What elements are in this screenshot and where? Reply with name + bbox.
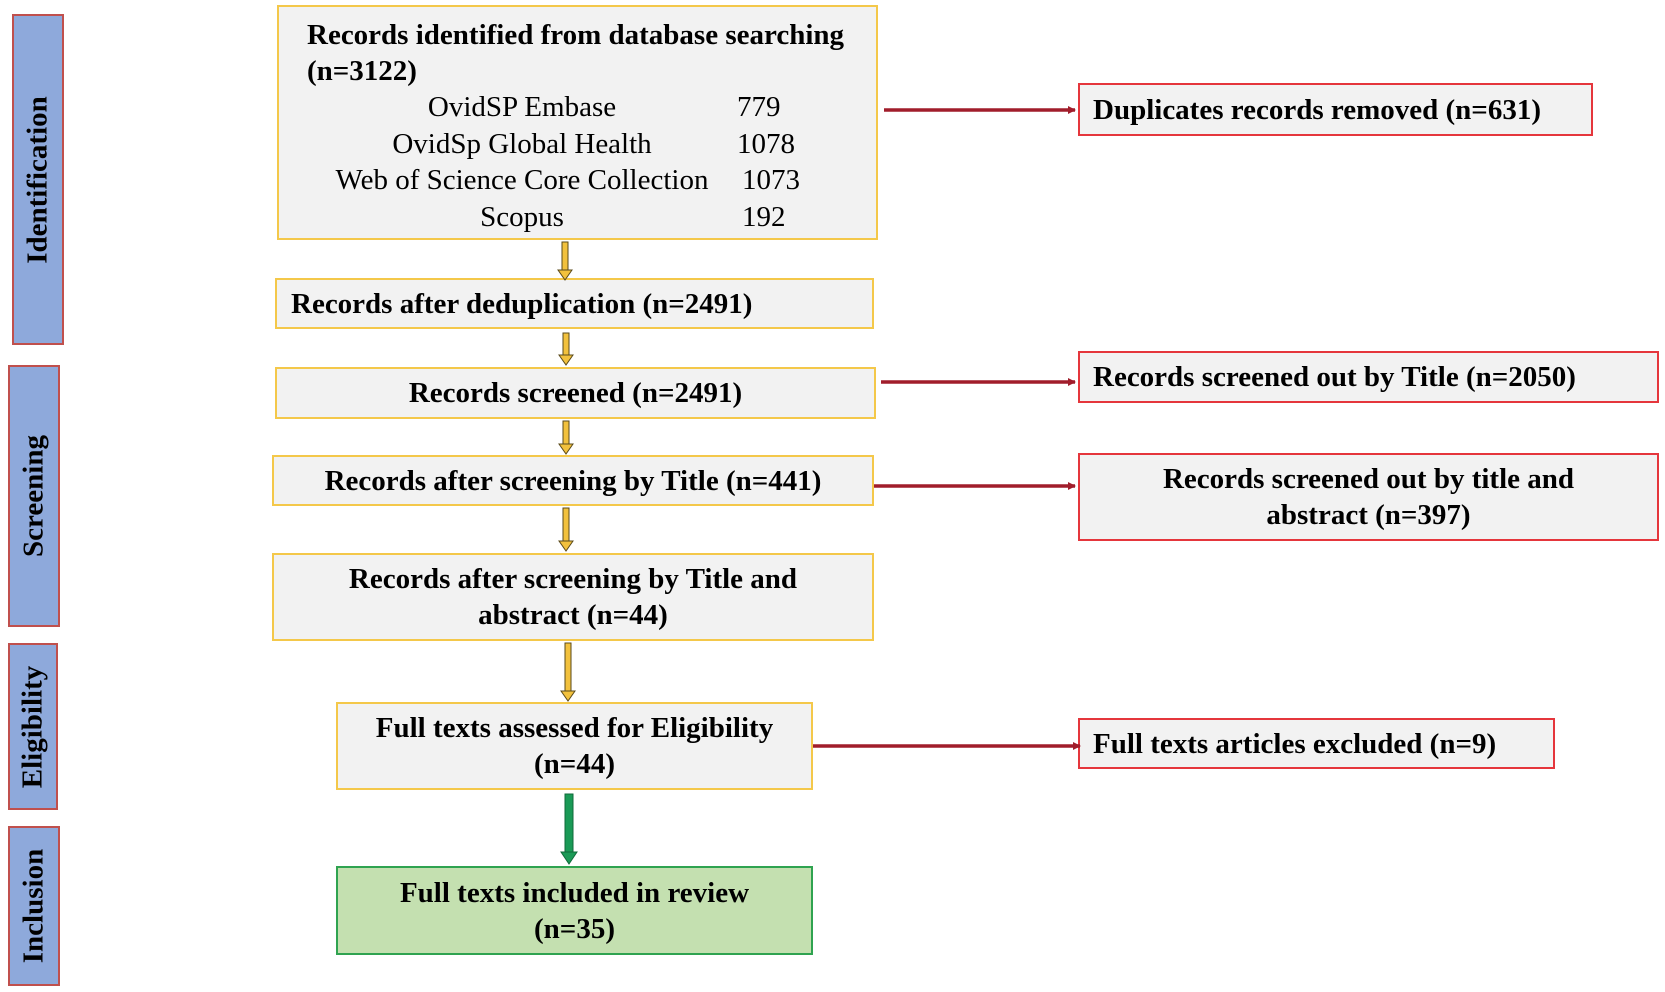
records-screened-box: Records screened (n=2491) — [275, 367, 876, 419]
down-arrow — [558, 420, 574, 455]
fulltexts-included-box: Full texts included in review (n=35) — [336, 866, 813, 955]
fulltexts-excluded-text: Full texts articles excluded (n=9) — [1093, 727, 1497, 760]
fulltexts-excluded-box: Full texts articles excluded (n=9) — [1078, 718, 1555, 769]
database-count: 192 — [742, 200, 786, 233]
screened-out-by-abstract-box: Records screened out by title and abstra… — [1078, 453, 1659, 541]
records-after-title-screening-text: Records after screening by Title (n=441) — [324, 464, 822, 497]
database-row: OvidSP Embase 779 — [307, 89, 781, 126]
included-arrow — [560, 793, 578, 865]
database-name: Web of Science Core Collection — [335, 164, 709, 196]
phase-inclusion: Inclusion — [8, 826, 60, 986]
down-arrow — [560, 642, 576, 702]
fulltexts-assessed-line2: (n=44) — [534, 748, 615, 780]
phase-identification: Identification — [12, 14, 64, 345]
database-count: 1073 — [742, 164, 800, 196]
fulltexts-assessed-line1: Full texts assessed for Eligibility — [375, 712, 774, 744]
fulltexts-included-line1: Full texts included in review — [399, 876, 750, 909]
records-after-abstract-screening-line1: Records after screening by Title and — [348, 563, 798, 595]
records-identified-title: Records identified from database searchi… — [307, 19, 845, 51]
records-after-abstract-screening-line2: abstract (n=44) — [478, 599, 668, 631]
screened-out-by-abstract-line1: Records screened out by title and — [1162, 463, 1575, 495]
database-count: 779 — [737, 91, 781, 123]
database-row: Scopus 192 — [307, 199, 786, 236]
database-name: Scopus — [480, 200, 564, 233]
fulltexts-included-line2: (n=35) — [534, 912, 615, 945]
down-arrow — [558, 507, 574, 552]
records-identified-box: Records identified from database searchi… — [277, 5, 878, 240]
screened-out-by-title-text: Records screened out by Title (n=2050) — [1093, 361, 1576, 393]
database-row: Web of Science Core Collection 1073 — [307, 162, 800, 199]
database-name: OvidSp Global Health — [392, 127, 652, 160]
records-after-abstract-screening-box: Records after screening by Title and abs… — [272, 553, 874, 641]
records-screened-text: Records screened (n=2491) — [408, 377, 743, 409]
duplicates-removed-text: Duplicates records removed (n=631) — [1093, 93, 1541, 126]
duplicates-removed-box: Duplicates records removed (n=631) — [1078, 83, 1593, 136]
down-arrow — [557, 241, 573, 281]
records-after-deduplication-text: Records after deduplication (n=2491) — [291, 287, 753, 320]
down-arrow — [558, 332, 574, 366]
phase-eligibility: Eligibility — [8, 643, 58, 810]
records-identified-count: (n=3122) — [307, 55, 417, 87]
screened-out-by-abstract-line2: abstract (n=397) — [1266, 499, 1471, 531]
records-after-title-screening-box: Records after screening by Title (n=441) — [272, 455, 874, 506]
database-count: 1078 — [737, 127, 795, 160]
records-after-deduplication-box: Records after deduplication (n=2491) — [275, 278, 874, 329]
fulltexts-assessed-box: Full texts assessed for Eligibility (n=4… — [336, 702, 813, 790]
phase-screening: Screening — [8, 365, 60, 627]
screened-out-by-title-box: Records screened out by Title (n=2050) — [1078, 351, 1659, 403]
database-name: OvidSP Embase — [427, 91, 617, 123]
database-row: OvidSp Global Health 1078 — [307, 126, 795, 163]
